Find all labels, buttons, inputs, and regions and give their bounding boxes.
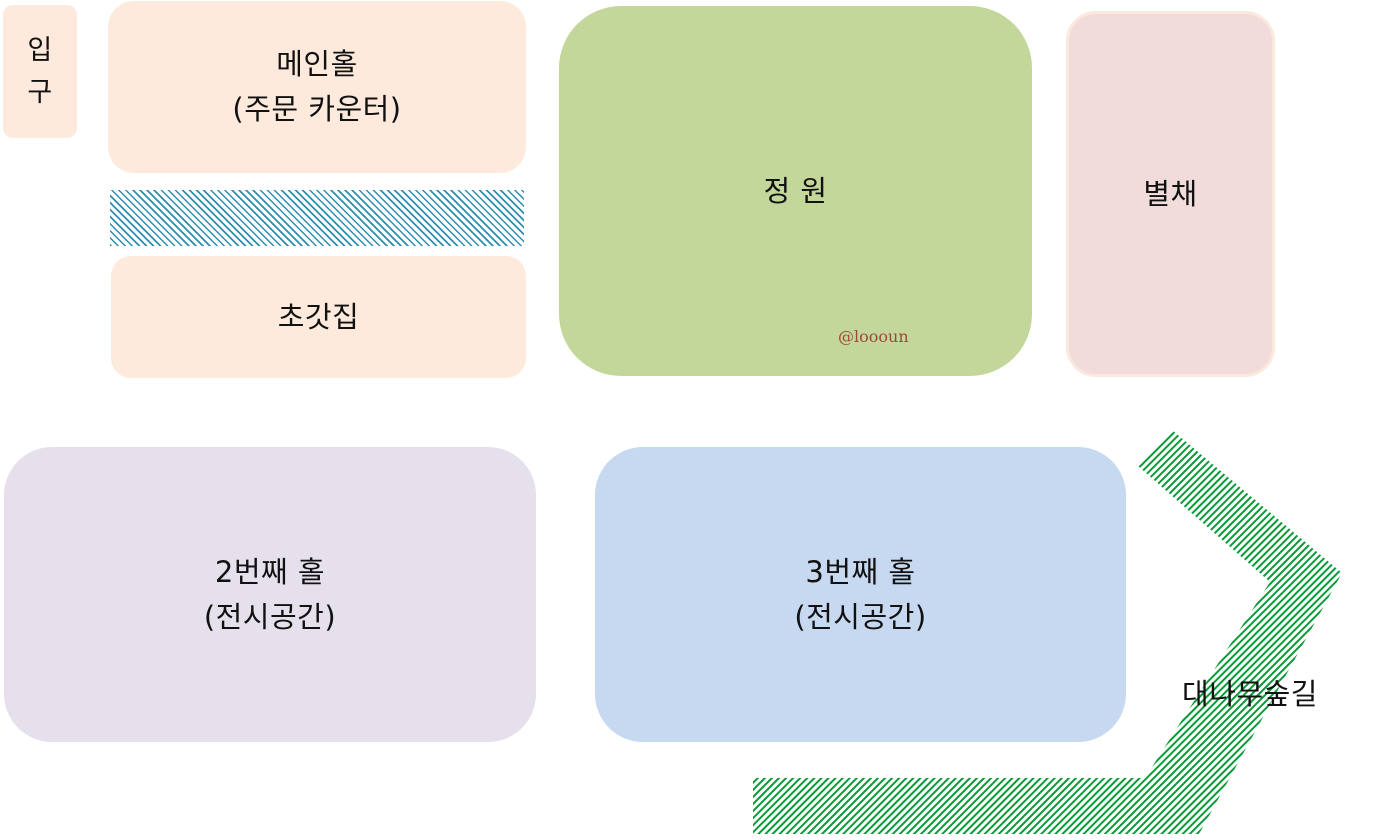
thatched-house-area: 초갓집 — [111, 256, 526, 378]
garden-label: 정 원 — [763, 173, 828, 208]
entrance-area: 입 구 — [3, 5, 77, 138]
hall-2-area: 2번째 홀 (전시공간) — [4, 447, 536, 742]
thatched-house-label: 초갓집 — [277, 299, 360, 334]
blue-hatched-strip — [110, 190, 524, 246]
hall-3-area: 3번째 홀 (전시공간) — [595, 447, 1126, 742]
entrance-label: 입 구 — [27, 34, 53, 108]
bamboo-path-label: 대나무숲길 — [1182, 677, 1318, 711]
hall-3-label: 3번째 홀 (전시공간) — [794, 554, 927, 634]
hall-2-label: 2번째 홀 (전시공간) — [203, 554, 337, 634]
watermark-text: @loooun — [838, 327, 909, 346]
annex-area: 별채 — [1066, 11, 1275, 377]
garden-area: 정 원 — [559, 6, 1032, 376]
main-hall-label: 메인홀 (주문 카운터) — [232, 47, 402, 126]
main-hall-area: 메인홀 (주문 카운터) — [108, 1, 526, 173]
annex-label: 별채 — [1143, 176, 1198, 211]
bamboo-path-shape — [753, 430, 1342, 834]
